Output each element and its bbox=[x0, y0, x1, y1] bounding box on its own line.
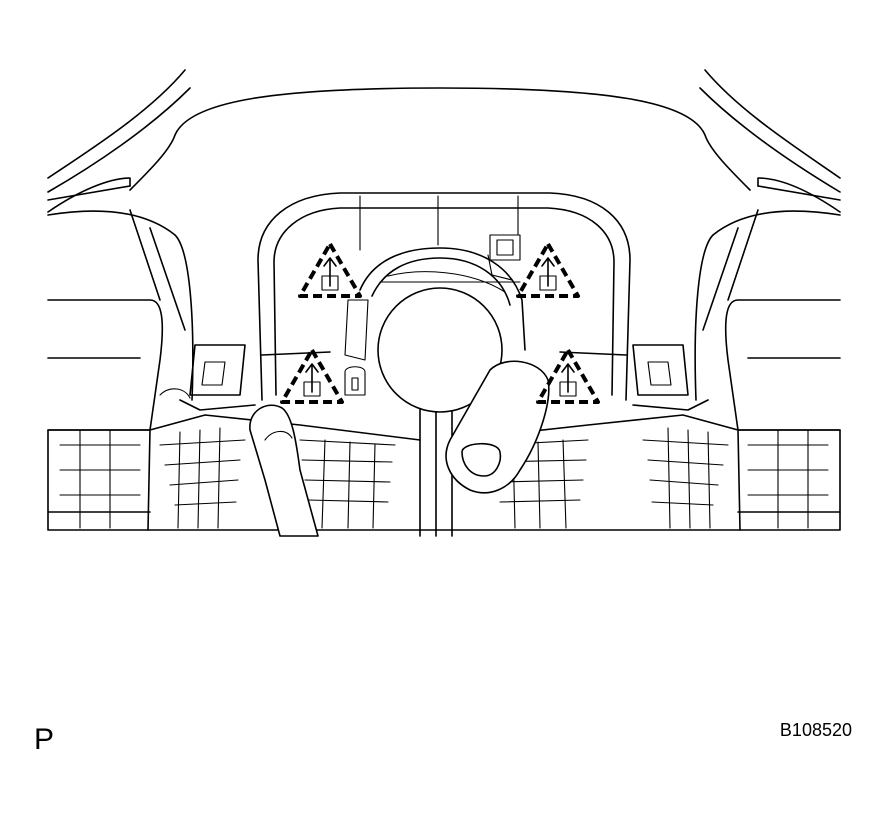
clip-marker-3 bbox=[280, 348, 344, 404]
combination-switch-assembly bbox=[344, 234, 526, 413]
left-lower-panel bbox=[47, 209, 256, 431]
clip-marker-2 bbox=[516, 242, 580, 298]
tilt-lever bbox=[445, 360, 550, 494]
left-wire-harness bbox=[249, 404, 319, 537]
dashed-triangle-clip-icon bbox=[298, 242, 362, 298]
lower-harness-area bbox=[47, 414, 841, 531]
clip-marker-4 bbox=[536, 348, 600, 404]
dashed-triangle-clip-icon bbox=[536, 348, 600, 404]
right-lower-panel bbox=[632, 209, 841, 431]
figure-number: B108520 bbox=[779, 720, 852, 740]
dashed-triangle-clip-icon bbox=[516, 242, 580, 298]
dashed-triangle-clip-icon bbox=[280, 348, 344, 404]
view-code-label: P bbox=[34, 723, 55, 756]
clip-marker-1 bbox=[298, 242, 362, 298]
instrument-panel-outline bbox=[47, 69, 841, 213]
